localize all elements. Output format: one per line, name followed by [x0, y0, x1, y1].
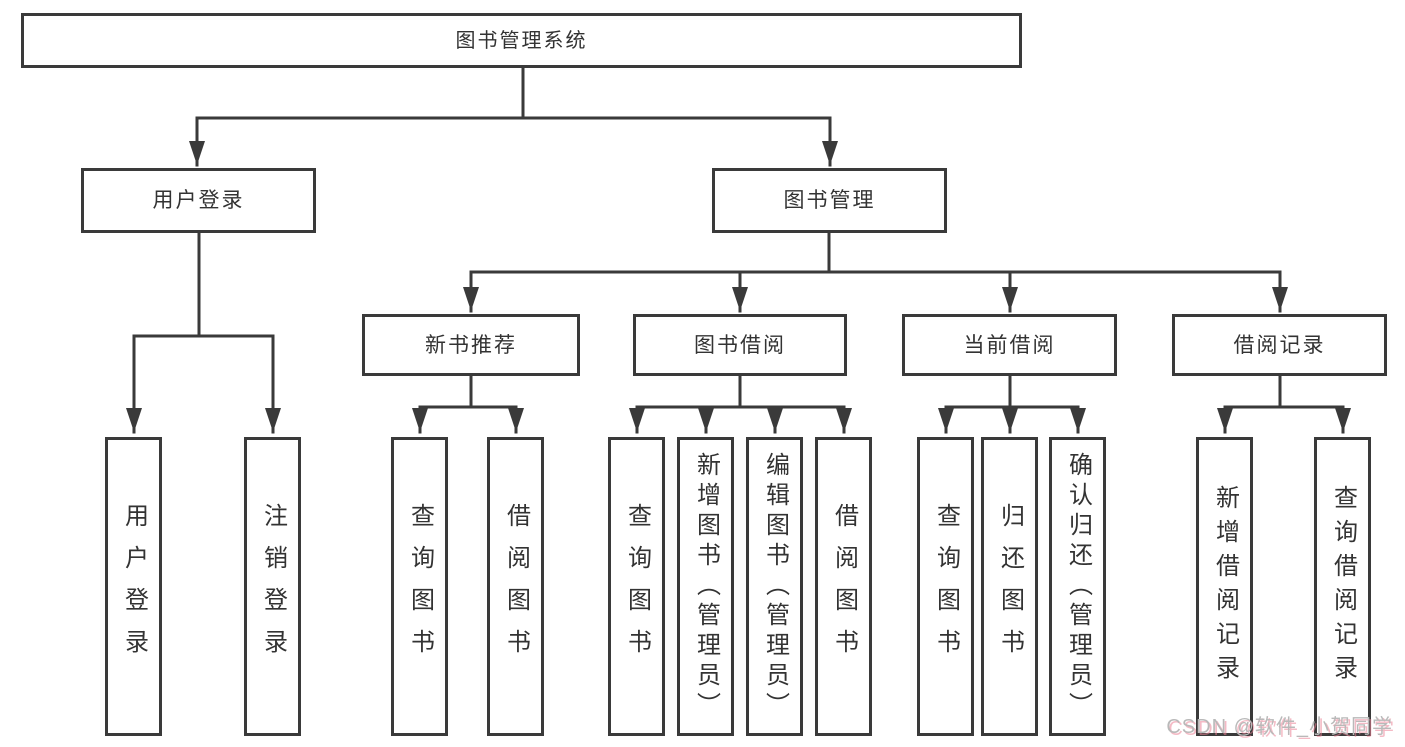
leaf-label: 新增图书（管理员）	[692, 451, 720, 722]
node-leaf-borrow-books-recommend: 借阅图书	[487, 437, 544, 736]
leaf-label: 编辑图书（管理员）	[761, 451, 789, 722]
node-book-management: 图书管理	[712, 168, 947, 233]
leaf-label: 查询图书	[932, 502, 960, 671]
connector-book-management	[463, 231, 1288, 313]
leaf-label: 查询图书	[623, 502, 651, 671]
node-leaf-borrow-books: 借阅图书	[815, 437, 872, 736]
node-leaf-edit-books-admin: 编辑图书（管理员）	[746, 437, 803, 736]
leaf-label: 借阅图书	[502, 502, 530, 671]
node-current-borrow: 当前借阅	[902, 314, 1117, 376]
node-leaf-add-books-admin: 新增图书（管理员）	[677, 437, 734, 736]
connector-current-borrow	[938, 374, 1086, 434]
node-leaf-confirm-return-admin: 确认归还（管理员）	[1049, 437, 1106, 736]
leaf-label: 查询图书	[406, 502, 434, 671]
node-borrow-records: 借阅记录	[1172, 314, 1387, 376]
leaf-label: 借阅图书	[830, 502, 858, 671]
node-book-borrow: 图书借阅	[633, 314, 847, 376]
leaf-label: 新增借阅记录	[1211, 484, 1239, 689]
node-leaf-query-books-current: 查询图书	[917, 437, 974, 736]
node-leaf-query-books-borrow: 查询图书	[608, 437, 665, 736]
leaf-label: 查询借阅记录	[1329, 484, 1357, 689]
node-leaf-add-borrow-record: 新增借阅记录	[1196, 437, 1253, 736]
node-new-book-recommend: 新书推荐	[362, 314, 580, 376]
connector-new-book-recommend	[412, 374, 524, 434]
node-leaf-return-books: 归还图书	[981, 437, 1038, 736]
leaf-label: 用户登录	[120, 502, 148, 671]
leaf-label: 归还图书	[996, 502, 1024, 671]
node-leaf-query-books-recommend: 查询图书	[391, 437, 448, 736]
csdn-watermark: CSDN @软件_小贺同学	[1166, 716, 1393, 738]
leaf-label: 确认归还（管理员）	[1064, 451, 1092, 722]
connector-user-login	[126, 231, 281, 434]
connector-borrow-records	[1217, 374, 1351, 434]
node-leaf-query-borrow-record: 查询借阅记录	[1314, 437, 1371, 736]
node-leaf-user-login: 用户登录	[105, 437, 162, 736]
node-leaf-logout: 注销登录	[244, 437, 301, 736]
node-user-login: 用户登录	[81, 168, 316, 233]
leaf-label: 注销登录	[259, 502, 287, 671]
connector-book-borrow	[629, 374, 852, 434]
connector-root	[189, 66, 838, 167]
node-root: 图书管理系统	[21, 13, 1022, 68]
